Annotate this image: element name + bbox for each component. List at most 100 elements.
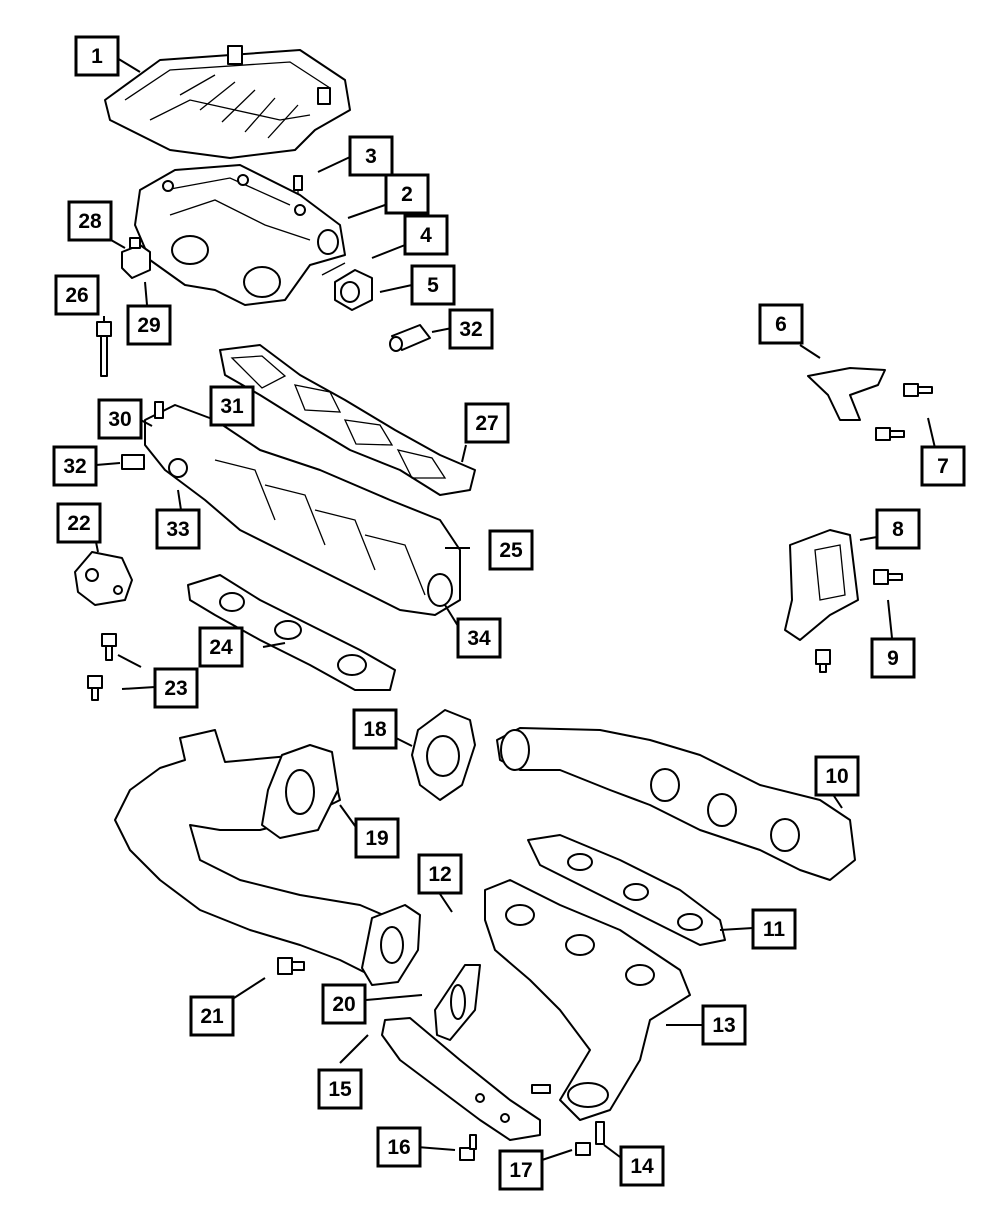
callout-number: 33: [166, 518, 189, 541]
long-bolt-part: [96, 321, 112, 377]
upper-intake-manifold-part: [134, 164, 346, 306]
callout-30: 30: [97, 398, 143, 440]
stud-nut-part: [575, 1121, 605, 1156]
callout-box: [97, 398, 143, 440]
callout-box: [875, 508, 921, 550]
callout-15: 15: [317, 1068, 363, 1110]
callout-number: 1: [91, 45, 103, 68]
intake-gasket-part: [219, 344, 476, 496]
callout-box: [488, 529, 534, 571]
crossover-pipe-part: [114, 729, 421, 986]
callout-22: 22: [56, 502, 102, 544]
callout-number: 9: [887, 647, 899, 670]
callout-box: [67, 200, 113, 242]
callout-box: [814, 755, 860, 797]
callout-18: 18: [352, 708, 398, 750]
callout-16: 16: [376, 1126, 422, 1168]
callout-number: 32: [63, 455, 86, 478]
clip-part: [321, 262, 346, 276]
callout-box: [198, 626, 244, 668]
callout-8: 8: [875, 508, 921, 550]
callout-33: 33: [155, 508, 201, 550]
callout-box: [384, 173, 430, 215]
engine-cover-part: [104, 45, 351, 159]
sensor-part: [334, 269, 373, 311]
callout-number: 24: [209, 636, 233, 659]
callout-box: [74, 35, 120, 77]
callout-box: [751, 908, 797, 950]
callout-box: [410, 264, 456, 306]
callout-number: 2: [401, 183, 413, 206]
callout-number: 11: [763, 918, 786, 941]
bracket-part: [807, 367, 933, 441]
callout-box: [456, 617, 502, 659]
callout-box: [56, 502, 102, 544]
callout-box: [920, 445, 966, 487]
lower-intake-manifold-part: [121, 401, 461, 616]
callout-number: 23: [164, 677, 187, 700]
callout-31: 31: [209, 385, 255, 427]
callout-1: 1: [74, 35, 120, 77]
callout-number: 19: [365, 827, 388, 850]
actuator-part: [121, 237, 151, 279]
callout-17: 17: [498, 1149, 544, 1191]
callout-box: [348, 135, 394, 177]
callout-4: 4: [403, 214, 449, 256]
callout-20: 20: [321, 983, 367, 1025]
callout-box: [498, 1149, 544, 1191]
callout-2: 2: [384, 173, 430, 215]
callout-26: 26: [54, 274, 100, 316]
heat-shield-bottom-part: [381, 1017, 541, 1141]
callout-27: 27: [464, 402, 510, 444]
callout-number: 29: [137, 314, 160, 337]
callout-28: 28: [67, 200, 113, 242]
bolt-16-part: [459, 1134, 477, 1161]
callout-13: 13: [701, 1004, 747, 1046]
callout-box: [126, 304, 172, 346]
callout-10: 10: [814, 755, 860, 797]
callout-box: [758, 303, 804, 345]
callout-labels: 1234567891011121314151617181920212223242…: [52, 35, 966, 1191]
callout-number: 12: [428, 863, 451, 886]
callout-number: 30: [108, 408, 131, 431]
callout-32: 32: [52, 445, 98, 487]
pipe-gasket-part: [434, 964, 481, 1041]
callout-6: 6: [758, 303, 804, 345]
callout-number: 26: [65, 284, 88, 307]
callout-number: 6: [775, 313, 787, 336]
callout-box: [403, 214, 449, 256]
callout-number: 20: [332, 993, 355, 1016]
callout-number: 34: [467, 627, 491, 650]
bolt-21-part: [277, 957, 305, 975]
callout-number: 18: [363, 718, 387, 741]
callout-box: [870, 637, 916, 679]
callout-29: 29: [126, 304, 172, 346]
callout-number: 22: [67, 512, 90, 535]
callout-box: [352, 708, 398, 750]
callout-32: 32: [448, 308, 494, 350]
callout-box: [464, 402, 510, 444]
fitting-part: [389, 324, 431, 352]
callout-14: 14: [619, 1145, 665, 1187]
exhaust-manifold-left-part: [484, 879, 691, 1121]
callout-box: [52, 445, 98, 487]
callout-number: 17: [509, 1159, 532, 1182]
callout-5: 5: [410, 264, 456, 306]
callout-box: [701, 1004, 747, 1046]
callout-12: 12: [417, 853, 463, 895]
callout-11: 11: [751, 908, 797, 950]
callout-number: 13: [712, 1014, 735, 1037]
callout-number: 7: [937, 455, 949, 478]
callout-24: 24: [198, 626, 244, 668]
callout-number: 28: [78, 210, 102, 233]
callout-number: 27: [475, 412, 498, 435]
callout-7: 7: [920, 445, 966, 487]
callout-box: [155, 508, 201, 550]
heat-shield-small-part: [784, 529, 903, 673]
callout-number: 15: [328, 1078, 352, 1101]
callout-box: [189, 995, 235, 1037]
callout-19: 19: [354, 817, 400, 859]
callout-box: [317, 1068, 363, 1110]
callout-21: 21: [189, 995, 235, 1037]
